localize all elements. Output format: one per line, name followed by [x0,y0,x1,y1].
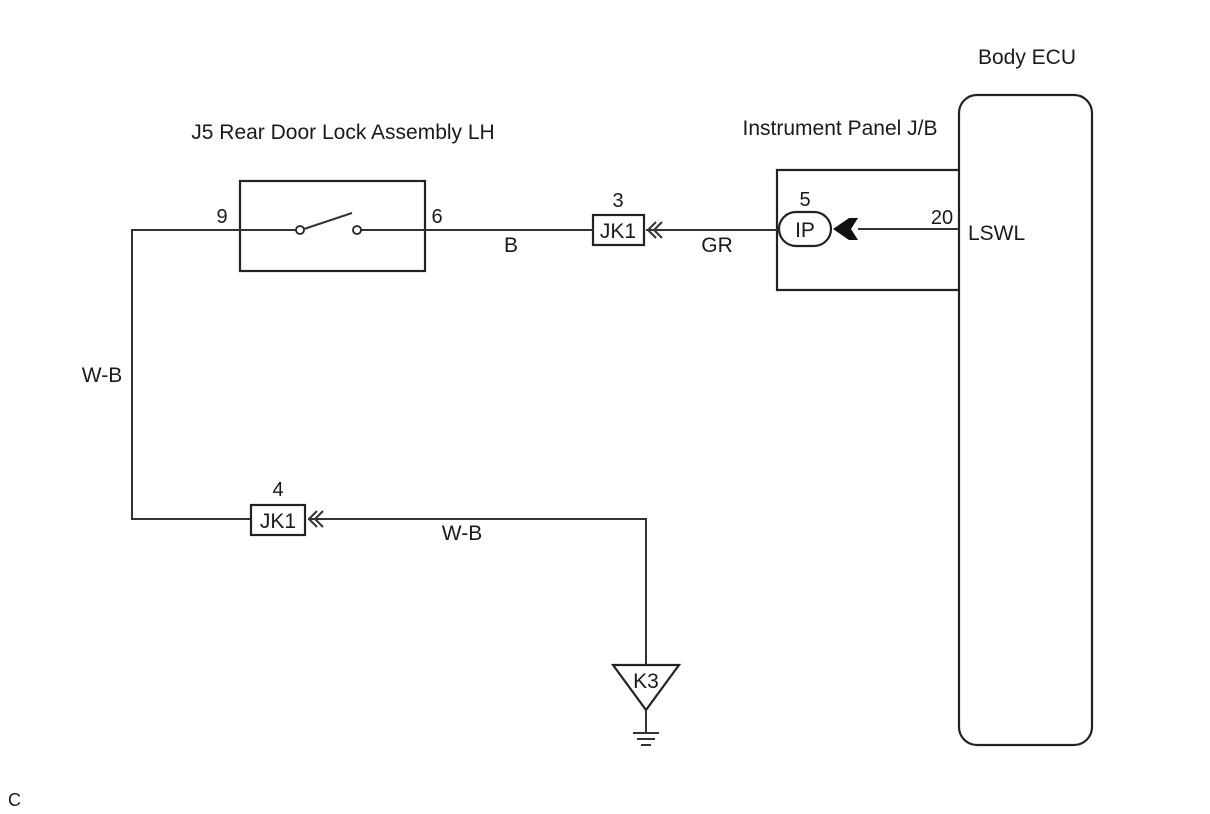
wire-gr-label: GR [701,234,733,257]
ground-symbol-icon [633,710,659,746]
jk1-connector-bottom-label: JK1 [260,510,296,533]
jk1-top-chevron-icon [646,221,663,239]
wire-wb-vertical-label: W-B [82,364,122,387]
door-lock-box [238,179,427,273]
ip-connector-pin: 5 [799,189,810,211]
ground-point-label: K3 [633,670,659,693]
body-ecu-box [957,93,1094,747]
ip-connector-arrow-icon [833,218,858,240]
jk1-connector-top-pin: 3 [612,190,623,212]
wire-wb-horizontal-label: W-B [442,522,482,545]
body-ecu-title: Body ECU [978,46,1076,69]
jk1-connector-bottom [249,503,307,537]
ip-connector-label: IP [795,219,815,242]
body-ecu-pin: 20 [931,207,953,229]
ground-point-k3 [610,663,682,712]
door-lock-title: J5 Rear Door Lock Assembly LH [191,121,494,144]
footer-code: C [8,790,21,810]
body-ecu-terminal: LSWL [968,222,1025,245]
wire-wb-horizontal [308,518,647,665]
door-lock-pin-right: 6 [431,206,442,228]
door-lock-switch-icon [240,212,425,235]
door-lock-pin-left: 9 [216,206,227,228]
wire-b-label: B [504,234,518,257]
junction-block-title: Instrument Panel J/B [743,117,938,140]
wire-wb-vertical [131,229,251,520]
jk1-connector-top-label: JK1 [600,220,636,243]
jk1-connector-bottom-pin: 4 [272,479,283,501]
